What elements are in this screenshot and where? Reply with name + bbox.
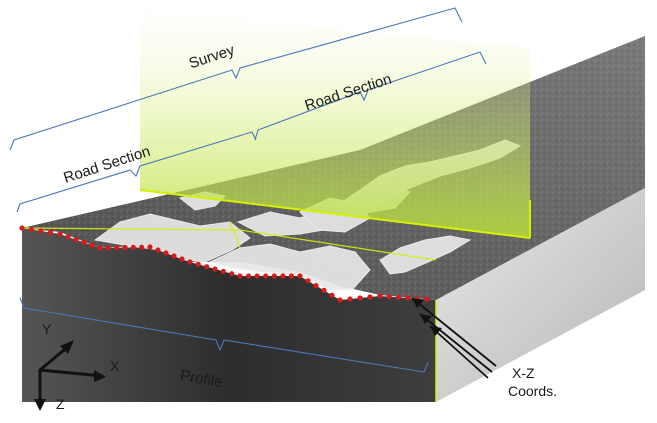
axis-arrowheads bbox=[34, 340, 106, 411]
road-front-face bbox=[22, 228, 436, 402]
coords-arrowheads bbox=[412, 298, 442, 336]
profile-point-15 bbox=[147, 244, 153, 250]
profile-point-38 bbox=[337, 297, 343, 303]
profile-point-12 bbox=[122, 244, 128, 251]
profile-point-27 bbox=[246, 273, 252, 279]
profile-point-16 bbox=[155, 247, 161, 253]
profile-point-28 bbox=[254, 273, 260, 279]
axis-z-label: Z bbox=[56, 396, 65, 412]
profile-point-40 bbox=[357, 295, 363, 301]
profile-point-6 bbox=[73, 237, 79, 243]
section-lines bbox=[21, 221, 437, 261]
profile-point-42 bbox=[377, 293, 383, 299]
axis-y-label: Y bbox=[42, 321, 52, 337]
coords-label-line2: Coords. bbox=[508, 383, 557, 399]
survey-plane-edge bbox=[139, 189, 531, 239]
profile-point-35 bbox=[313, 283, 319, 289]
profile-point-34 bbox=[305, 278, 311, 284]
profile-point-3 bbox=[47, 229, 54, 236]
profile-point-5 bbox=[65, 234, 71, 240]
profile-point-45 bbox=[405, 295, 411, 301]
profile-point-31 bbox=[280, 273, 286, 279]
profile-point-43 bbox=[386, 294, 392, 300]
profile-bracket bbox=[19, 297, 429, 373]
profile-point-8 bbox=[89, 242, 95, 248]
profile-point-41 bbox=[367, 294, 373, 300]
profile-point-37 bbox=[329, 292, 335, 298]
road-section-right-bracket bbox=[254, 51, 487, 141]
profile-point-20 bbox=[187, 259, 193, 265]
coords-label-line1: X-Z bbox=[512, 365, 535, 381]
profile-point-24 bbox=[220, 268, 226, 274]
road-side-face bbox=[436, 188, 645, 402]
profile-point-39 bbox=[347, 296, 353, 302]
profile-point-13 bbox=[130, 244, 136, 250]
profile-point-10 bbox=[105, 245, 111, 251]
profile-point-18 bbox=[171, 253, 177, 259]
profile-point-14 bbox=[139, 244, 145, 250]
profile-point-17 bbox=[163, 250, 169, 256]
profile-point-25 bbox=[229, 271, 235, 277]
profile-point-7 bbox=[81, 239, 87, 245]
brackets bbox=[9, 7, 487, 373]
profile-point-33 bbox=[297, 273, 303, 279]
profile-point-4 bbox=[57, 231, 63, 237]
profile-point-36 bbox=[321, 287, 327, 293]
profile-point-22 bbox=[204, 264, 210, 270]
profile-point-29 bbox=[263, 273, 269, 279]
profile-point-26 bbox=[237, 273, 243, 279]
profile-point-2 bbox=[38, 228, 44, 234]
road-section-left-bracket bbox=[16, 131, 257, 213]
profile-point-44 bbox=[396, 294, 402, 300]
profile-point-30 bbox=[271, 273, 277, 279]
profile-measurement-points bbox=[19, 225, 430, 303]
x-axis-arrow bbox=[38, 368, 104, 378]
profile-point-19 bbox=[179, 256, 185, 262]
profile-point-23 bbox=[212, 266, 218, 272]
profile-point-1 bbox=[28, 226, 35, 233]
profile-point-32 bbox=[288, 273, 294, 279]
profile-point-11 bbox=[114, 245, 120, 251]
coords-leader-arrows bbox=[411, 297, 497, 379]
axis-x-label: X bbox=[110, 358, 120, 374]
profile-point-9 bbox=[97, 245, 103, 251]
profile-point-47 bbox=[424, 296, 430, 302]
survey-plane bbox=[140, 10, 530, 238]
profile-point-21 bbox=[195, 261, 201, 267]
road-section-left-label: Road Section bbox=[62, 143, 153, 187]
profile-point-0 bbox=[19, 225, 25, 231]
survey-bracket bbox=[9, 7, 463, 151]
